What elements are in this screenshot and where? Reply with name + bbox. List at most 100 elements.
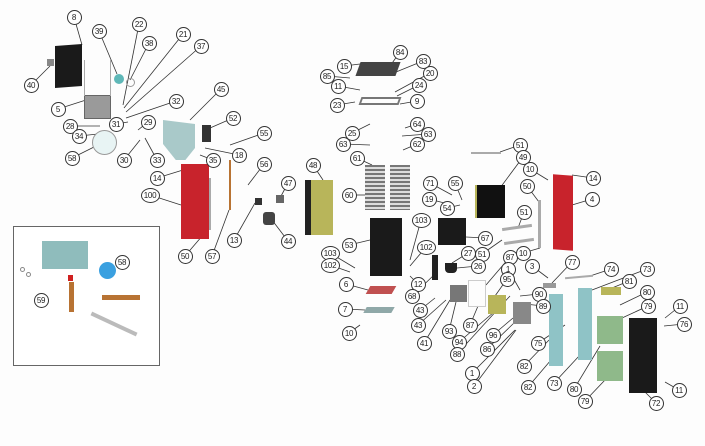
callout-48: 48 bbox=[305, 157, 321, 173]
callout-62: 62 bbox=[409, 136, 425, 152]
callout-24: 24 bbox=[411, 77, 427, 93]
callout-85: 85 bbox=[319, 68, 335, 84]
inset-copper-tee-part bbox=[69, 282, 74, 312]
callout-51: 51 bbox=[516, 204, 532, 220]
bracket-part bbox=[432, 255, 438, 280]
callout-40: 40 bbox=[23, 77, 39, 93]
callout-23: 23 bbox=[329, 97, 345, 113]
callout-13: 13 bbox=[226, 232, 242, 248]
inset-copper-pipe-part bbox=[102, 295, 140, 300]
callout-80: 80 bbox=[639, 284, 655, 300]
callout-51: 51 bbox=[512, 137, 528, 153]
valve-part bbox=[255, 198, 262, 205]
leader-line bbox=[573, 345, 601, 390]
callout-19: 19 bbox=[421, 191, 437, 207]
callout-55: 55 bbox=[256, 125, 272, 141]
inset-valve-part bbox=[99, 262, 116, 279]
coil-part bbox=[365, 165, 385, 210]
detail-circle bbox=[92, 130, 117, 155]
callout-2: 2 bbox=[466, 378, 482, 394]
callout-41: 41 bbox=[416, 335, 432, 351]
leader-line bbox=[123, 33, 184, 109]
callout-50: 50 bbox=[519, 178, 535, 194]
callout-12: 12 bbox=[410, 276, 426, 292]
cup-part bbox=[445, 263, 457, 273]
callout-84: 84 bbox=[392, 44, 408, 60]
callout-49: 49 bbox=[515, 149, 531, 165]
callout-9: 9 bbox=[409, 93, 425, 109]
rail-part bbox=[471, 152, 501, 154]
callout-103: 103 bbox=[411, 212, 431, 228]
callout-45: 45 bbox=[213, 81, 229, 97]
callout-50: 50 bbox=[177, 248, 193, 264]
callout-11: 11 bbox=[330, 78, 346, 94]
callout-10: 10 bbox=[341, 325, 357, 341]
callout-32: 32 bbox=[168, 93, 184, 109]
callout-39: 39 bbox=[91, 23, 107, 39]
callout-47: 47 bbox=[280, 175, 296, 191]
callout-73: 73 bbox=[546, 375, 562, 391]
callout-31: 31 bbox=[108, 116, 124, 132]
callout-8: 8 bbox=[66, 9, 82, 25]
leader-line bbox=[591, 268, 648, 291]
callout-77: 77 bbox=[564, 254, 580, 270]
callout-25: 25 bbox=[344, 125, 360, 141]
callout-79: 79 bbox=[640, 298, 656, 314]
small-plate-part bbox=[543, 283, 556, 288]
callout-53: 53 bbox=[341, 237, 357, 253]
inset-ring-part bbox=[20, 267, 25, 272]
rod-part bbox=[538, 200, 541, 248]
callout-21: 21 bbox=[175, 26, 191, 42]
callout-6: 6 bbox=[338, 276, 354, 292]
inner-cabinet-part bbox=[370, 218, 402, 276]
callout-27: 27 bbox=[460, 245, 476, 261]
callout-90: 90 bbox=[531, 286, 547, 302]
top-frame-part bbox=[358, 97, 402, 105]
leader-line bbox=[125, 45, 202, 113]
evaporator-part bbox=[475, 185, 505, 218]
callout-55: 55 bbox=[447, 175, 463, 191]
teal-disc-part bbox=[114, 74, 124, 84]
callout-74: 74 bbox=[603, 261, 619, 277]
callout-93: 93 bbox=[441, 323, 457, 339]
callout-61: 61 bbox=[349, 150, 365, 166]
callout-20: 20 bbox=[422, 65, 438, 81]
callout-7: 7 bbox=[337, 301, 353, 317]
leader-line bbox=[122, 23, 140, 106]
pump-part bbox=[263, 212, 275, 225]
callout-22: 22 bbox=[131, 16, 147, 32]
teal-panel-part bbox=[578, 288, 592, 360]
callout-14: 14 bbox=[585, 170, 601, 186]
leader-line bbox=[125, 100, 177, 119]
green-panel-part bbox=[597, 351, 623, 381]
callout-3: 3 bbox=[524, 258, 540, 274]
callout-37: 37 bbox=[193, 38, 209, 54]
callout-54: 54 bbox=[439, 200, 455, 216]
callout-11: 11 bbox=[671, 382, 687, 398]
callout-34: 34 bbox=[71, 128, 87, 144]
frame-rails-part bbox=[84, 60, 111, 96]
fitting-part bbox=[276, 195, 284, 203]
callout-68: 68 bbox=[404, 288, 420, 304]
callout-73: 73 bbox=[639, 261, 655, 277]
callout-60: 60 bbox=[341, 187, 357, 203]
callout-80: 80 bbox=[566, 381, 582, 397]
top-grille-part bbox=[355, 62, 401, 76]
coil-part bbox=[390, 165, 410, 210]
callout-79: 79 bbox=[577, 393, 593, 409]
callout-95: 95 bbox=[499, 271, 515, 287]
callout-81: 81 bbox=[621, 273, 637, 289]
callout-58: 58 bbox=[114, 254, 130, 270]
callout-75: 75 bbox=[530, 335, 546, 351]
callout-71: 71 bbox=[422, 175, 438, 191]
callout-14: 14 bbox=[149, 170, 165, 186]
frame-part bbox=[468, 280, 486, 307]
callout-29: 29 bbox=[140, 114, 156, 130]
olive-strip-part bbox=[601, 287, 621, 295]
callout-89: 89 bbox=[535, 298, 551, 314]
leader-line bbox=[473, 329, 517, 387]
side-panel-red-left bbox=[181, 164, 209, 239]
callout-82: 82 bbox=[520, 379, 536, 395]
front-door-black bbox=[629, 318, 657, 393]
